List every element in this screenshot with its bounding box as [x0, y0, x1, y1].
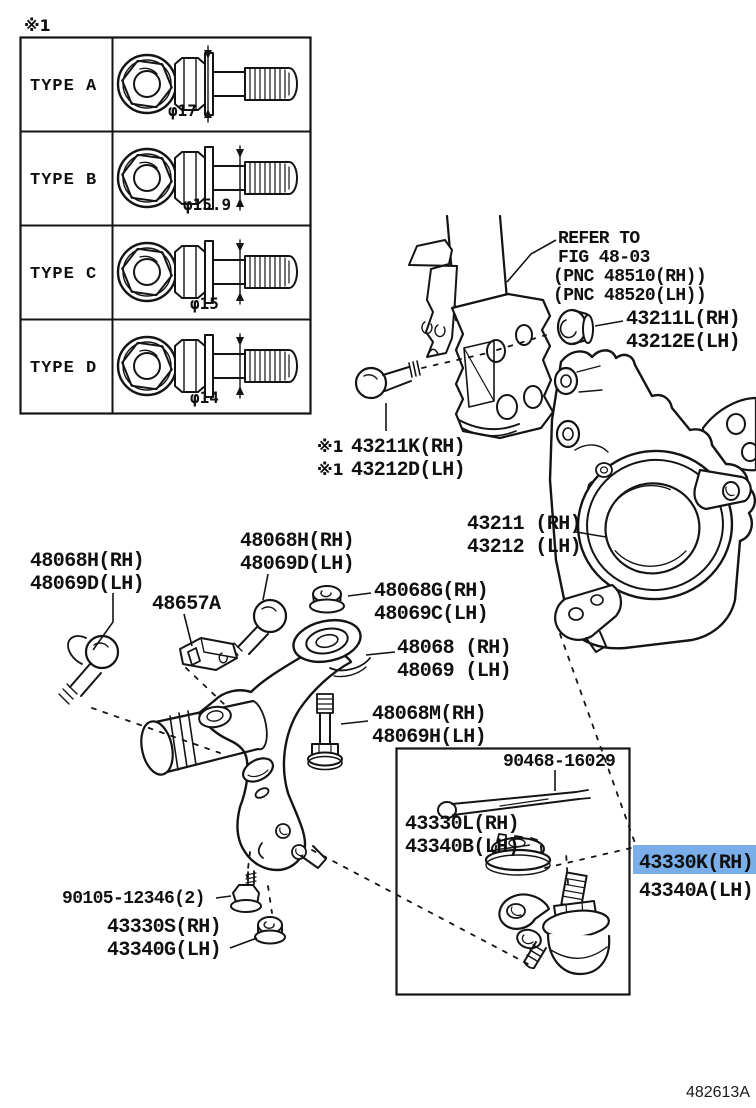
- part-43211l-rh: 43211L(RH): [626, 308, 740, 331]
- callout-refer-note: REFER TO FIG 48-03 (PNC 48510(RH)) (PNC …: [553, 229, 707, 306]
- refer-note-line1: REFER TO: [558, 229, 640, 249]
- type-d-label: TYPE D: [30, 359, 97, 378]
- part-43340g-lh: 43340G(LH): [107, 939, 221, 962]
- part-48069c-lh: 48069C(LH): [374, 603, 488, 626]
- part-43340a-lh: 43340A(LH): [639, 880, 753, 903]
- callout-control-arm: 48068 (RH) 48069 (LH): [397, 637, 512, 683]
- part-48657a: 48657A: [152, 593, 221, 616]
- callout-ball-joint[interactable]: 43330K(RH) 43340A(LH): [639, 852, 754, 903]
- part-48068-rh: 48068 (RH): [397, 637, 511, 660]
- type-d-row-drawing: [116, 333, 298, 399]
- type-b-label: TYPE B: [30, 171, 97, 190]
- type-d-diameter: φ14: [190, 388, 219, 407]
- arm-mount-bolt: [307, 693, 343, 771]
- refer-note-line2: FIG 48-03: [558, 248, 650, 268]
- labels: ※1 TYPE A TYPE B TYPE C TYPE D φ17 φ15.9…: [24, 16, 754, 1101]
- arm-lower-bolt: [230, 870, 262, 913]
- control-arm-drawing: [58, 573, 529, 965]
- part-43330l-rh: 43330L(RH): [405, 813, 519, 836]
- refer-note-line3: (PNC 48510(RH)): [553, 267, 706, 287]
- part-90105-12346: 90105-12346(2): [62, 889, 205, 909]
- castle-nut-part: [484, 833, 552, 876]
- steering-knuckle-drawing: [548, 349, 756, 847]
- callout-castle-nut: 43330L(RH) 43340B(LH): [405, 813, 520, 859]
- callout-arm-bolt-rear: 48068H(RH) 48069D(LH): [240, 530, 355, 576]
- part-48069h-lh: 48069H(LH): [372, 726, 486, 749]
- callout-strut-bolt: ※1 43211K(RH) ※1 43212D(LH): [317, 436, 466, 482]
- part-48068h-rh-top: 48068H(RH): [240, 530, 354, 553]
- type-c-row-drawing: [116, 239, 298, 305]
- part-43340b-lh: 43340B(LH): [405, 836, 519, 859]
- callout-arm-nut-lower: 43330S(RH) 43340G(LH): [107, 916, 222, 962]
- part-43212-lh: 43212 (LH): [467, 536, 581, 559]
- type-a-diameter: φ17: [168, 101, 197, 120]
- knuckle-leader: [575, 531, 607, 538]
- type-b-diameter: φ15.9: [183, 195, 231, 214]
- table-note-marker: ※1: [24, 16, 51, 35]
- callout-strut-nut: 43211L(RH) 43212E(LH): [626, 308, 741, 354]
- part-90468-16029: 90468-16029: [503, 752, 615, 772]
- ball-joint-part: [498, 871, 611, 976]
- hub-bore: [576, 449, 734, 601]
- clamp-bracket-part: [179, 637, 238, 671]
- arm-front-bolt: [58, 634, 120, 705]
- part-43211k-rh: 43211K(RH): [351, 436, 465, 459]
- ball-joint-inset: [395, 747, 632, 996]
- refer-note-leader: [506, 239, 557, 283]
- type-a-row-drawing: [116, 45, 298, 123]
- strut-bracket-drawing: [354, 214, 624, 440]
- arm-rear-bolt: [225, 598, 288, 660]
- strut-bracket-bolt: [354, 351, 493, 431]
- part-48068m-rh: 48068M(RH): [372, 703, 486, 726]
- knuckle-foot: [554, 583, 622, 641]
- part-43212e-lh: 43212E(LH): [626, 331, 740, 354]
- note-marker-1: ※1: [317, 437, 344, 456]
- callout-arm-bolt-front: 48068H(RH) 48069D(LH): [30, 550, 145, 596]
- part-43330k-rh-selected[interactable]: 43330K(RH): [639, 852, 754, 875]
- inset-box: [395, 747, 631, 996]
- type-c-diameter: φ15: [190, 294, 219, 313]
- arm-lower-nut: [254, 916, 286, 945]
- refer-note-line4: (PNC 48520(LH)): [553, 286, 706, 306]
- strut-bracket-nut: [496, 308, 624, 351]
- arm-rear-nut: [309, 585, 345, 614]
- part-48069d-lh-left: 48069D(LH): [30, 573, 144, 596]
- cotter-pin-part: [437, 789, 591, 819]
- selected-part-highlight: [633, 845, 756, 874]
- part-48069d-lh-top: 48069D(LH): [240, 553, 354, 576]
- type-a-label: TYPE A: [30, 77, 97, 96]
- note-marker-2: ※1: [317, 460, 344, 479]
- part-48068h-rh-left: 48068H(RH): [30, 550, 144, 573]
- rear-bushing: [292, 618, 362, 664]
- type-c-label: TYPE C: [30, 265, 97, 284]
- figure-code: 482613A: [686, 1084, 750, 1101]
- type-b-row-drawing: [116, 145, 298, 211]
- bolt-type-table: [19, 36, 312, 415]
- wire-bracket: [408, 239, 458, 358]
- part-43212d-lh: 43212D(LH): [351, 459, 465, 482]
- inset-reference-dash: [311, 849, 529, 965]
- callout-arm-bolt-mount: 48068M(RH) 48069H(LH): [372, 703, 487, 749]
- part-48068g-rh: 48068G(RH): [374, 580, 488, 603]
- part-48069-lh: 48069 (LH): [397, 660, 511, 683]
- ball-joint-reference-dash: [559, 633, 637, 847]
- part-43330s-rh: 43330S(RH): [107, 916, 221, 939]
- strut-lower-bracket: [450, 292, 555, 440]
- callout-arm-nut-rear: 48068G(RH) 48069C(LH): [374, 580, 489, 626]
- front-bushing: [140, 699, 268, 776]
- part-43211-rh: 43211 (RH): [467, 513, 581, 536]
- callout-knuckle: 43211 (RH) 43212 (LH): [467, 513, 582, 559]
